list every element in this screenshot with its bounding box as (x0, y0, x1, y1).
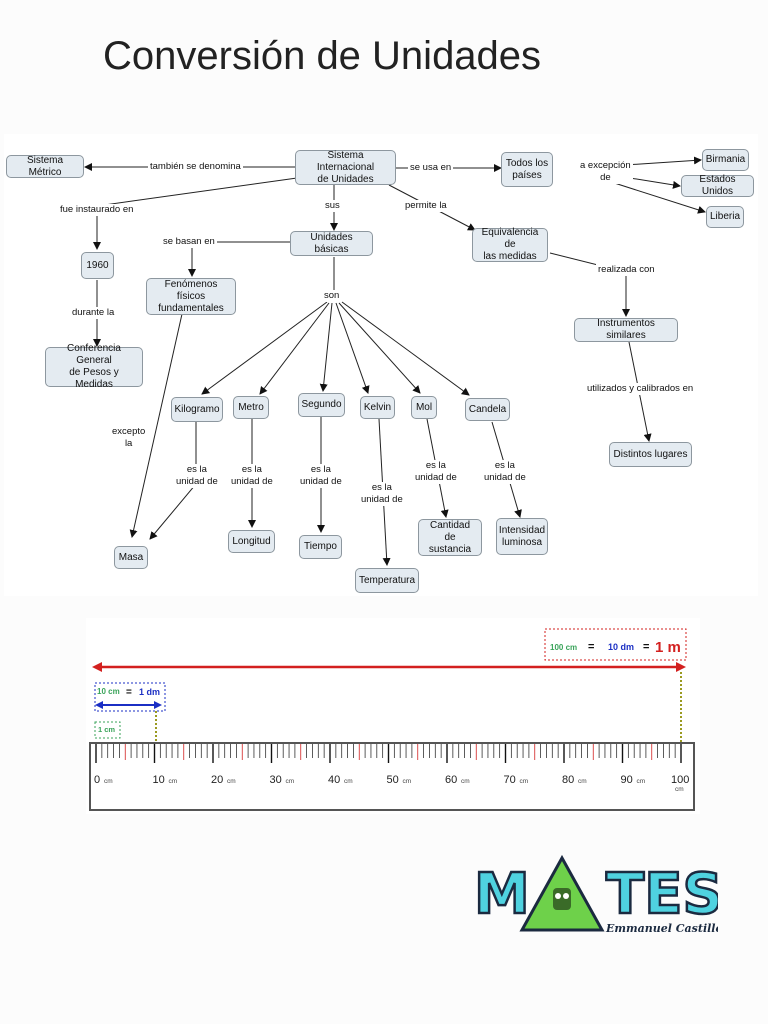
link-label-permite: permite la (403, 200, 449, 212)
ruler-unit-label: cm (403, 778, 412, 785)
ruler-unit-label: cm (344, 778, 353, 785)
link-label-realizada: realizada con (596, 264, 657, 276)
ruler-unit-label: cm (286, 778, 295, 785)
centimeter-box (94, 721, 121, 739)
label-1dm: 1 dm (139, 687, 160, 697)
node-todos-los-paises: Todos los países (501, 152, 553, 187)
ruler-tick-label: 50 (387, 774, 399, 786)
ruler-unit-label: cm (227, 778, 236, 785)
node-estados-unidos: Estados Unidos (681, 174, 754, 197)
ruler-unit-label: cm (637, 778, 646, 785)
node-conferencia-general: Conferencia General de Pesos y Medidas (45, 343, 143, 390)
ruler-tick-label: 30 (270, 774, 282, 786)
ruler-tick-label: 20 (211, 774, 223, 786)
label-1m: 1 m (655, 639, 681, 656)
node-birmania: Birmania (702, 149, 749, 171)
link-label-durante: durante la (70, 307, 117, 319)
link-label-fue: fue instaurado en (58, 204, 136, 216)
ruler-tick-label: 40 (328, 774, 340, 786)
node-kilogramo: Kilogramo (171, 397, 223, 422)
logo-mascot (553, 888, 571, 910)
concept-map: Sistema Internacional de Unidades Sistem… (4, 134, 758, 596)
link-label-basan: se basan en (161, 236, 217, 248)
ruler-graphic: 100 cm = 10 dm = 1 m 10 cm = 1 dm 1 cm 0… (89, 628, 695, 811)
link-label-es-segundo: es la unidad de (298, 464, 344, 488)
node-candela: Candela (465, 398, 510, 421)
mates-logo: M TES Emmanuel Castillo (473, 854, 718, 935)
logo-signature: Emmanuel Castillo (605, 922, 718, 935)
label-10cm: 10 cm (97, 687, 120, 696)
node-temperatura: Temperatura (355, 568, 419, 593)
link-label-es-mol: es la unidad de (413, 460, 459, 484)
ruler-section: 100 cm = 10 dm = 1 m 10 cm = 1 dm 1 cm 0… (86, 618, 700, 814)
node-masa: Masa (114, 546, 148, 569)
label-1cm: 1 cm (98, 725, 115, 734)
link-label-es-candela: es la unidad de (482, 460, 528, 484)
label-10dm: 10 dm (608, 642, 634, 652)
ruler-tick-label: 100 (671, 774, 689, 786)
page-title: Conversión de Unidades (103, 34, 542, 78)
link-label-es-kelvin: es la unidad de (359, 482, 405, 506)
ruler-unit-label: cm (461, 778, 470, 785)
node-liberia: Liberia (706, 206, 744, 228)
link-label-es-metro: es la unidad de (229, 464, 275, 488)
decimeter-equivalence-box (94, 682, 166, 712)
node-tiempo: Tiempo (299, 535, 342, 559)
node-instrumentos: Instrumentos similares (574, 318, 678, 342)
ruler-unit-label: cm (578, 778, 587, 785)
node-mol: Mol (411, 396, 437, 419)
node-fenomenos: Fenómenos físicos fundamentales (146, 278, 236, 315)
ruler-tick-label: 10 (153, 774, 165, 786)
node-equivalencia: Equivalencia de las medidas (472, 227, 548, 262)
ruler-unit-label: cm (520, 778, 529, 785)
node-metro: Metro (233, 396, 269, 419)
link-label-son: son (322, 290, 342, 302)
link-label-excepto: excepto la (110, 426, 148, 450)
link-label-excepcion: a excepción de (578, 160, 633, 184)
link-label-es-kilogramo: es la unidad de (174, 464, 220, 488)
node-longitud: Longitud (228, 530, 275, 553)
link-label-tambien: también se denomina (148, 161, 243, 173)
link-label-usa: se usa en (408, 162, 454, 174)
node-distintos-lugares: Distintos lugares (609, 442, 692, 467)
logo-letters-tes: TES (606, 862, 718, 927)
node-segundo: Segundo (298, 393, 345, 417)
node-sistema-metrico: Sistema Métrico (6, 155, 84, 178)
label-equals-1: = (588, 641, 594, 653)
link-label-sus: sus (323, 200, 342, 212)
node-intensidad-luminosa: Intensidad luminosa (496, 518, 548, 555)
node-unidades-basicas: Unidades básicas (290, 231, 373, 256)
meter-equivalence-box (544, 628, 687, 661)
link-label-utilizados: utilizados y calibrados en (585, 383, 696, 395)
label-equals-3: = (126, 687, 132, 698)
ruler-unit-label: cm (104, 778, 113, 785)
logo-letter-m: M (474, 862, 530, 927)
ruler-tick-label: 80 (562, 774, 574, 786)
ruler-unit-label: cm (169, 778, 178, 785)
ruler-tick-label: 60 (445, 774, 457, 786)
node-sistema-internacional: Sistema Internacional de Unidades (295, 150, 396, 185)
ruler-unit-label: cm (675, 786, 684, 793)
ruler-tick-label: 70 (504, 774, 516, 786)
ruler-ticks (95, 744, 682, 763)
node-cantidad-sustancia: Cantidad de sustancia (418, 519, 482, 556)
label-100cm: 100 cm (550, 643, 577, 652)
ruler-tick-label: 90 (621, 774, 633, 786)
node-1960: 1960 (81, 252, 114, 279)
ruler-tick-label: 0 (94, 774, 100, 786)
node-kelvin: Kelvin (360, 396, 395, 419)
label-equals-2: = (643, 641, 649, 653)
